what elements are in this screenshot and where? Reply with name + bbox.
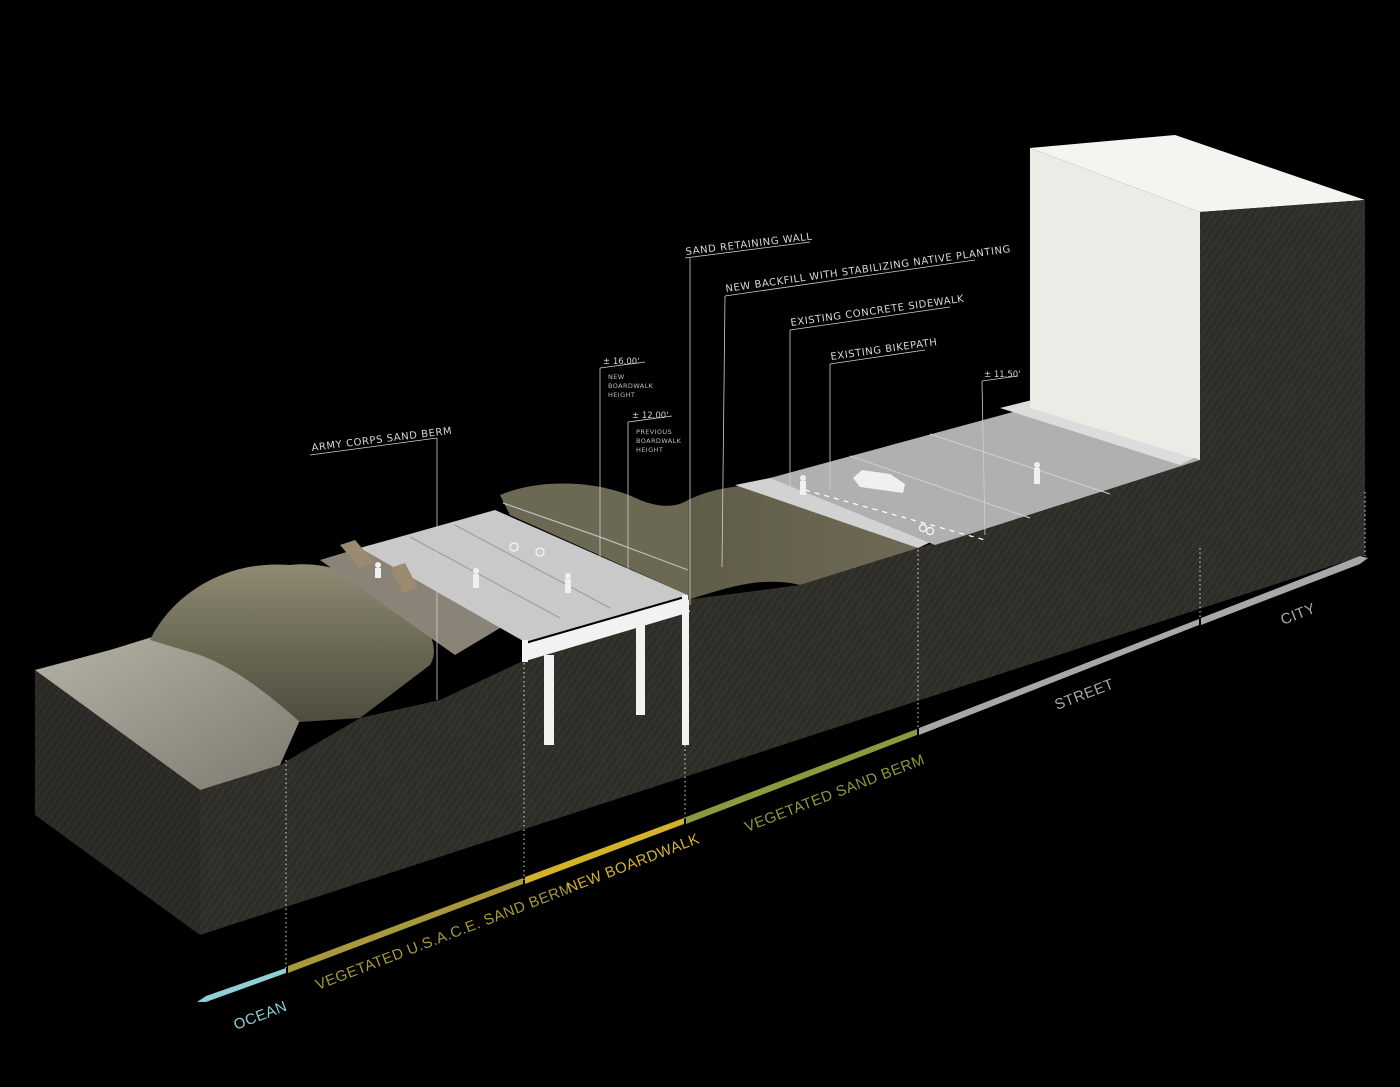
person-icon [375,462,1040,593]
zone-bar-new-boardwalk [525,818,684,884]
boardwalk-beam [522,598,690,662]
dim-new-height-line3: HEIGHT [608,391,635,399]
zone-label-usace-berm: VEGETATED U.S.A.C.E. SAND BERM [313,880,575,994]
callout-sand-retaining-wall: SAND RETAINING WALL [685,231,813,257]
dim-prev-height-value: ± 12.00' [632,411,669,421]
zone-bar-vegetated-berm [686,729,917,824]
cyclist-icon [509,523,935,557]
dim-new-height-line1: NEW [608,373,625,381]
callout-new-backfill: NEW BACKFILL WITH STABILIZING NATIVE PLA… [725,244,1012,295]
vegetated-berm [688,482,918,600]
callout-existing-bikepath: EXISTING BIKEPATH [830,337,938,363]
city-building-front [1030,148,1200,460]
dim-prev-height-line2: BOARDWALK [636,437,682,445]
car-icon [853,470,905,493]
city-building-top [1030,135,1365,212]
zone-bar-ocean [197,968,286,1002]
boardwalk-pile-2 [636,625,645,715]
dim-prev-height-line1: PREVIOUS [636,428,672,436]
callout-existing-sidewalk: EXISTING CONCRETE SIDEWALK [790,294,965,329]
block-side-face [200,458,1365,935]
block-end-face [35,670,200,935]
zone-bar-city [1201,556,1368,625]
city-building-side [1200,200,1365,545]
zone-label-city: CITY [1278,600,1318,629]
sidewalk [735,475,935,548]
dim-prev-height-line3: HEIGHT [636,446,663,454]
rear-dune [500,483,688,595]
zone-label-ocean: OCEAN [231,998,289,1034]
plaza-deck [320,545,505,655]
retaining-wall [682,595,689,745]
dim-new-height-line2: BOARDWALK [608,382,654,390]
zone-label-street: STREET [1052,676,1116,714]
boardwalk-deck [360,510,688,642]
far-sidewalk [1000,400,1200,465]
zone-bar-usace-berm [288,878,523,973]
boardwalk-pile-1 [544,655,554,745]
dim-street-height-value: ± 11.50' [984,370,1021,380]
dim-new-height-value: ± 16.00' [603,357,640,367]
callout-army-corps-berm: ARMY CORPS SAND BERM [311,426,453,454]
zone-bar-street [919,619,1199,735]
street-surface [770,410,1200,545]
army-corps-dune [150,564,434,722]
bench-icon [340,540,418,593]
